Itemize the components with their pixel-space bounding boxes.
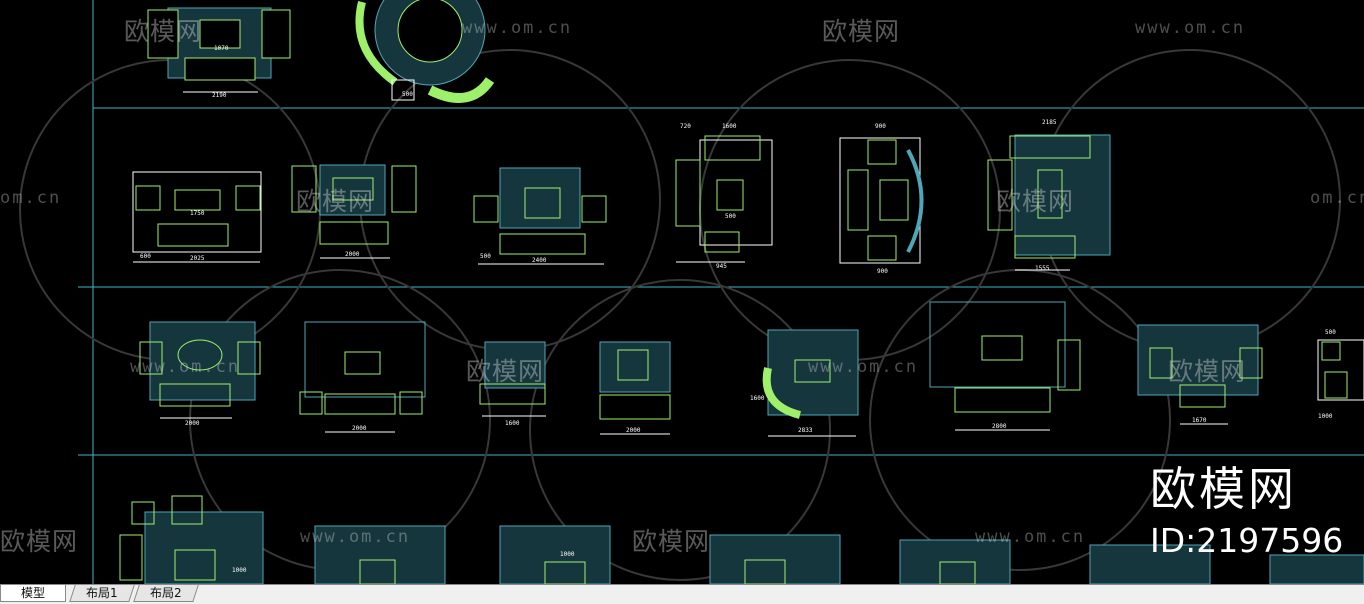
sofa-set-block[interactable] bbox=[1137, 324, 1263, 425]
dim-text: 500 bbox=[1325, 329, 1336, 336]
sofa-set-block[interactable] bbox=[675, 135, 773, 263]
watermark-url: www.om.cn bbox=[130, 357, 241, 377]
dim-text: 2025 bbox=[190, 255, 205, 262]
cad-model-canvas[interactable]: 1070 2190 500 600 1750 2025 2000 2400 50… bbox=[0, 0, 1364, 584]
tab-layout1[interactable]: 布局1 bbox=[69, 585, 135, 602]
watermark-url: om.cn bbox=[1310, 188, 1364, 208]
dimension-labels: 1070 2190 500 600 1750 2025 2000 2400 50… bbox=[140, 45, 1336, 574]
dim-text: 2000 bbox=[185, 420, 200, 427]
dim-text: 2000 bbox=[345, 251, 360, 258]
dim-text: 1000 bbox=[1318, 413, 1333, 420]
watermark-brand: 欧模网 bbox=[124, 17, 203, 46]
dim-text: 600 bbox=[140, 253, 151, 260]
sofa-set-block[interactable] bbox=[299, 321, 426, 433]
dim-text: 500 bbox=[402, 91, 413, 98]
tab-layout2[interactable]: 布局2 bbox=[133, 585, 199, 602]
dim-text: 2000 bbox=[626, 427, 641, 434]
sofa-set-block[interactable] bbox=[839, 137, 924, 264]
dim-text: 500 bbox=[480, 253, 491, 260]
dim-text: 1600 bbox=[722, 123, 737, 130]
watermark-brand: 欧模网 bbox=[632, 527, 711, 556]
dim-text: 900 bbox=[877, 268, 888, 275]
sofa-set-block[interactable] bbox=[291, 164, 417, 259]
dim-text: 1000 bbox=[232, 567, 247, 574]
round-sofa-block[interactable] bbox=[355, 0, 495, 103]
dim-text: 2000 bbox=[352, 425, 367, 432]
dim-text: 1750 bbox=[190, 210, 205, 217]
sofa-set-block[interactable] bbox=[119, 495, 264, 584]
dim-text: 2800 bbox=[992, 423, 1007, 430]
dim-text: 2190 bbox=[212, 92, 227, 99]
sofa-set-block[interactable] bbox=[147, 7, 291, 93]
layout-tab-bar: 模型 布局1 布局2 bbox=[0, 584, 1364, 604]
watermark-url: www.om.cn bbox=[975, 527, 1086, 547]
sofa-set-block[interactable] bbox=[709, 534, 841, 584]
sofa-set-block[interactable] bbox=[132, 171, 262, 263]
dim-text: 1555 bbox=[1035, 265, 1050, 272]
sofa-set-block[interactable] bbox=[929, 301, 1081, 431]
watermark-url: www.om.cn bbox=[462, 18, 573, 38]
dim-text: 1070 bbox=[214, 45, 229, 52]
watermark-brand: 欧模网 bbox=[1168, 357, 1247, 386]
sofa-set-block[interactable] bbox=[1317, 339, 1364, 401]
dim-text: 900 bbox=[875, 123, 886, 130]
tab-model[interactable]: 模型 bbox=[0, 585, 66, 602]
sofa-set-block[interactable] bbox=[899, 539, 1011, 584]
watermark-brand: 欧模网 bbox=[996, 187, 1075, 216]
watermark-brand: 欧模网 bbox=[466, 357, 545, 386]
sofa-set-block[interactable] bbox=[473, 167, 607, 265]
watermark-url: www.om.cn bbox=[808, 357, 919, 377]
dim-text: 1600 bbox=[750, 395, 765, 402]
watermark-brand: 欧模网 bbox=[0, 527, 79, 556]
sofa-set-block[interactable] bbox=[987, 134, 1111, 271]
sofa-set-block[interactable] bbox=[1089, 544, 1364, 584]
dim-text: 1670 bbox=[1192, 417, 1207, 424]
dim-text: 720 bbox=[680, 123, 691, 130]
sofa-set-block[interactable] bbox=[139, 321, 261, 419]
dim-text: 500 bbox=[725, 213, 736, 220]
watermark-brand: 欧模网 bbox=[822, 17, 901, 46]
watermark-brand-large: 欧模网 bbox=[1150, 462, 1297, 516]
dim-text: 2833 bbox=[798, 427, 813, 434]
watermark-url: om.cn bbox=[0, 188, 62, 208]
watermark-url: www.om.cn bbox=[1135, 18, 1246, 38]
dim-text: 1600 bbox=[505, 420, 520, 427]
sofa-set-block[interactable] bbox=[479, 341, 546, 417]
watermark-url: www.om.cn bbox=[300, 527, 411, 547]
sofa-set-block[interactable] bbox=[599, 341, 671, 435]
watermark-id: ID:2197596 bbox=[1150, 521, 1344, 560]
watermark-brand: 欧模网 bbox=[296, 187, 375, 216]
sofa-set-block[interactable] bbox=[314, 525, 446, 584]
dim-text: 2185 bbox=[1042, 119, 1057, 126]
dim-text: 2400 bbox=[532, 257, 547, 264]
sofa-set-block[interactable] bbox=[499, 525, 611, 584]
dim-text: 1000 bbox=[560, 551, 575, 558]
sofa-set-block[interactable] bbox=[762, 329, 859, 437]
dim-text: 945 bbox=[716, 263, 727, 270]
